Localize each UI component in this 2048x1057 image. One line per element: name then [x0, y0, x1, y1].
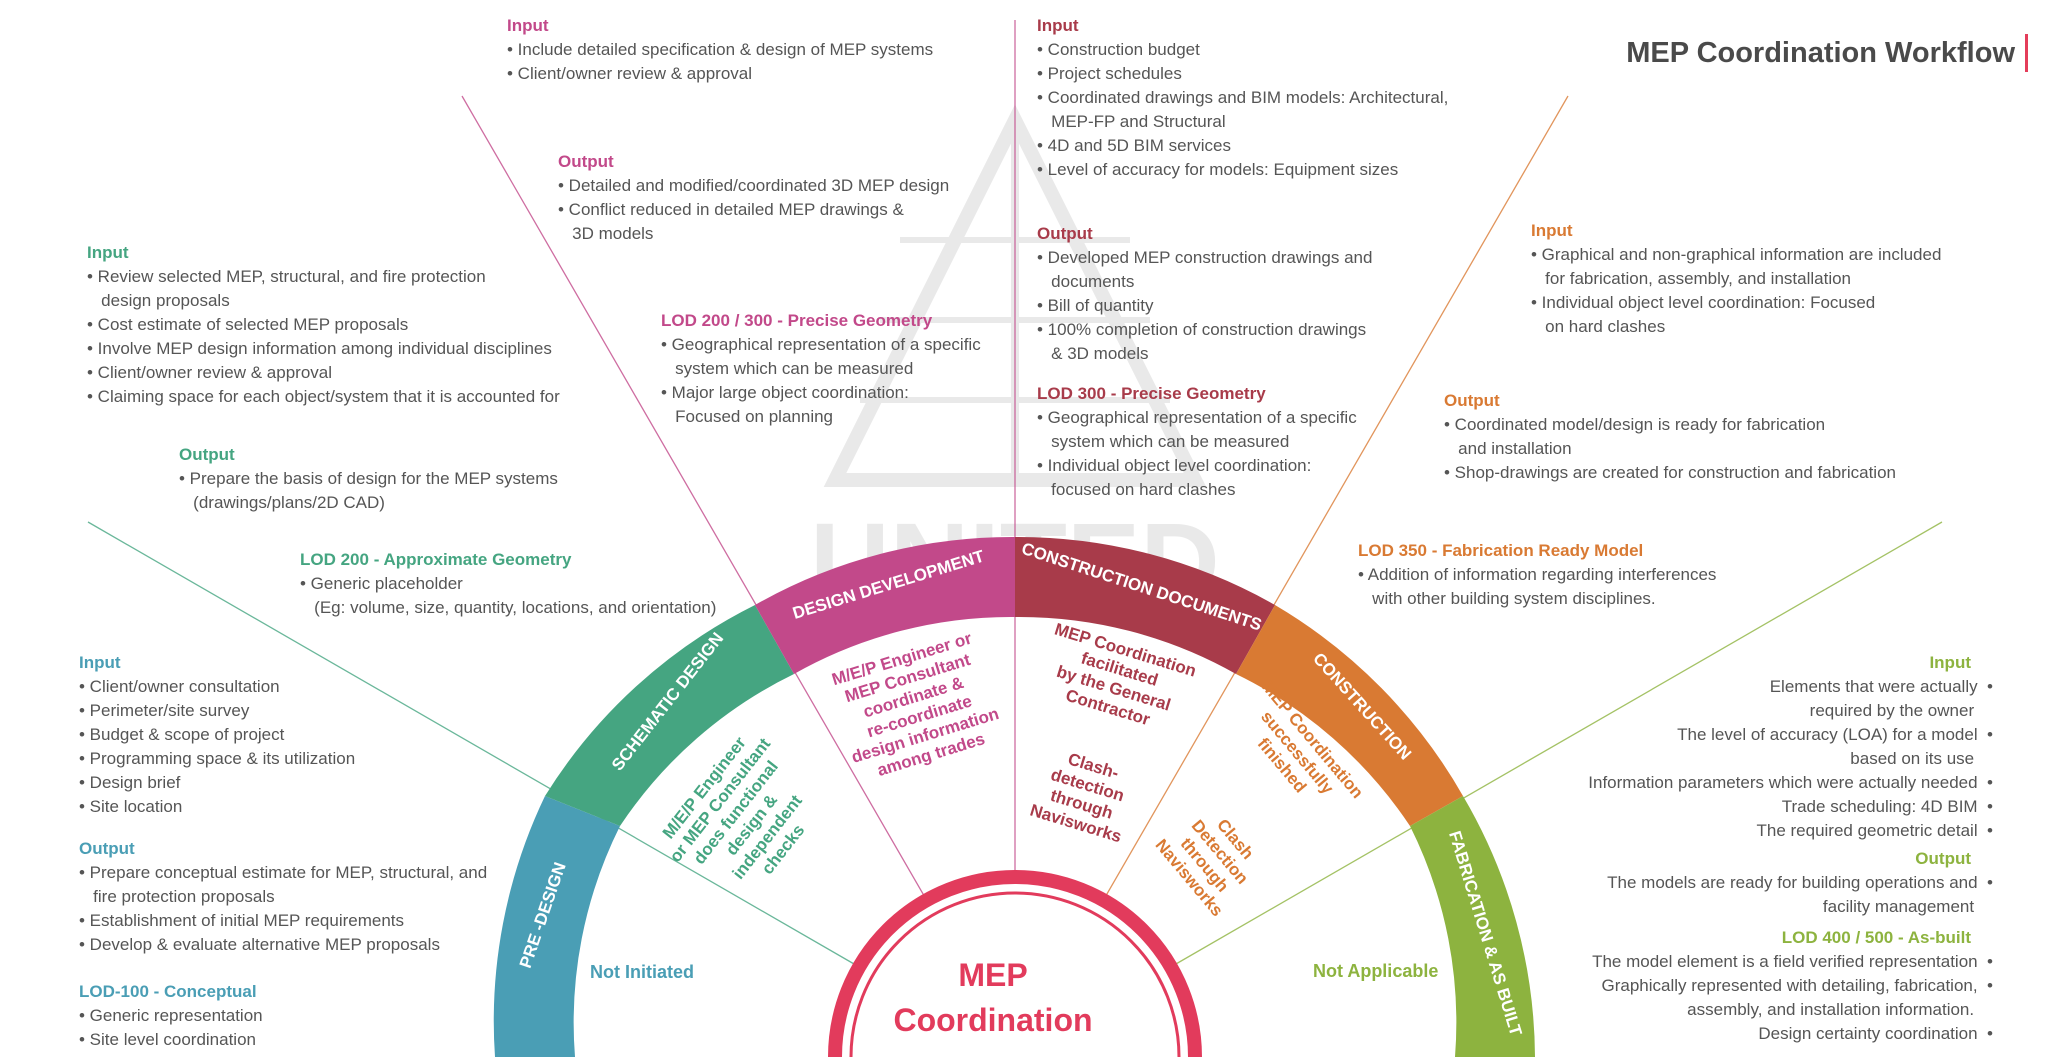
dd-lod-block: LOD 200 / 300 - Precise Geometry • Geogr… [661, 311, 981, 426]
cd-input-block: Input • Construction budget• Project sch… [1037, 16, 1449, 179]
center-title-line2: Coordination [893, 1002, 1092, 1038]
fab-lod-block: LOD 400 / 500 - As-built The model eleme… [1592, 928, 1993, 1043]
phase-segment-construction [1236, 605, 1463, 826]
block-heading: Output [1037, 224, 1093, 243]
center-title-line1: MEP [958, 957, 1027, 993]
dd-output-block: Output • Detailed and modified/coordinat… [558, 152, 950, 243]
block-heading: Input [1531, 221, 1573, 240]
block-heading: Input [79, 653, 121, 672]
block-heading: LOD 200 / 300 - Precise Geometry [661, 311, 933, 330]
block-heading: Input [87, 243, 129, 262]
pre-output-block: Output • Prepare conceptual estimate for… [79, 839, 488, 954]
dd-input-block: Input • Include detailed specification &… [507, 16, 934, 83]
block-heading: Output [79, 839, 135, 858]
block-heading: Output [179, 445, 235, 464]
block-heading: Output [558, 152, 614, 171]
phase-segment-construction-documents [1015, 536, 1275, 674]
pre-input-block: Input • Client/owner consultation• Perim… [79, 653, 356, 816]
phase-segment-fabrication [1410, 796, 1535, 1057]
status-not-applicable: Not Applicable [1313, 961, 1439, 981]
phase-segment-schematic-design [545, 605, 794, 826]
fab-output-block: Output The models are ready for building… [1607, 849, 1993, 916]
block-heading: Output [1444, 391, 1500, 410]
sd-lod-block: LOD 200 - Approximate Geometry • Generic… [300, 550, 717, 617]
inner-note-design-development: M/E/P Engineer or MEP Consultant coordin… [830, 629, 1002, 780]
sd-input-block: Input • Review selected MEP, structural,… [87, 243, 560, 406]
fab-input-block: Input Elements that were actually •requi… [1588, 653, 1993, 840]
page-title: MEP Coordination Workflow [1626, 34, 2028, 72]
block-heading: Input [1037, 16, 1079, 35]
pre-lod-block: LOD-100 - Conceptual • Generic represent… [79, 982, 263, 1049]
block-heading: LOD 300 - Precise Geometry [1037, 384, 1266, 403]
block-heading: LOD 400 / 500 - As-built [1781, 928, 1971, 947]
center-hub: MEP Coordination [828, 870, 1202, 1057]
block-heading: Input [507, 16, 549, 35]
inner-note-construction-2: Clash Detection through Navisworks [1152, 815, 1258, 920]
phase-segment-pre-design [493, 796, 620, 1057]
block-heading: LOD 200 - Approximate Geometry [300, 550, 572, 569]
phase-segment-design-development [755, 536, 1015, 674]
status-not-initiated: Not Initiated [590, 962, 694, 982]
con-lod-block: LOD 350 - Fabrication Ready Model • Addi… [1358, 541, 1717, 608]
con-input-block: Input • Graphical and non-graphical info… [1531, 221, 1942, 336]
cd-output-block: Output • Developed MEP construction draw… [1037, 224, 1373, 363]
block-heading: Input [1929, 653, 1971, 672]
block-heading: LOD-100 - Conceptual [79, 982, 257, 1001]
block-heading: LOD 350 - Fabrication Ready Model [1358, 541, 1644, 560]
inner-note-construction-docs-2: Clash- detection through Navisworks [1028, 749, 1127, 846]
cd-lod-block: LOD 300 - Precise Geometry • Geographica… [1037, 384, 1357, 499]
sd-output-block: Output • Prepare the basis of design for… [179, 445, 558, 512]
phase-ring [493, 536, 1535, 1057]
con-output-block: Output • Coordinated model/design is rea… [1444, 391, 1896, 482]
spoke-lines [87, 20, 1943, 969]
block-heading: Output [1915, 849, 1971, 868]
